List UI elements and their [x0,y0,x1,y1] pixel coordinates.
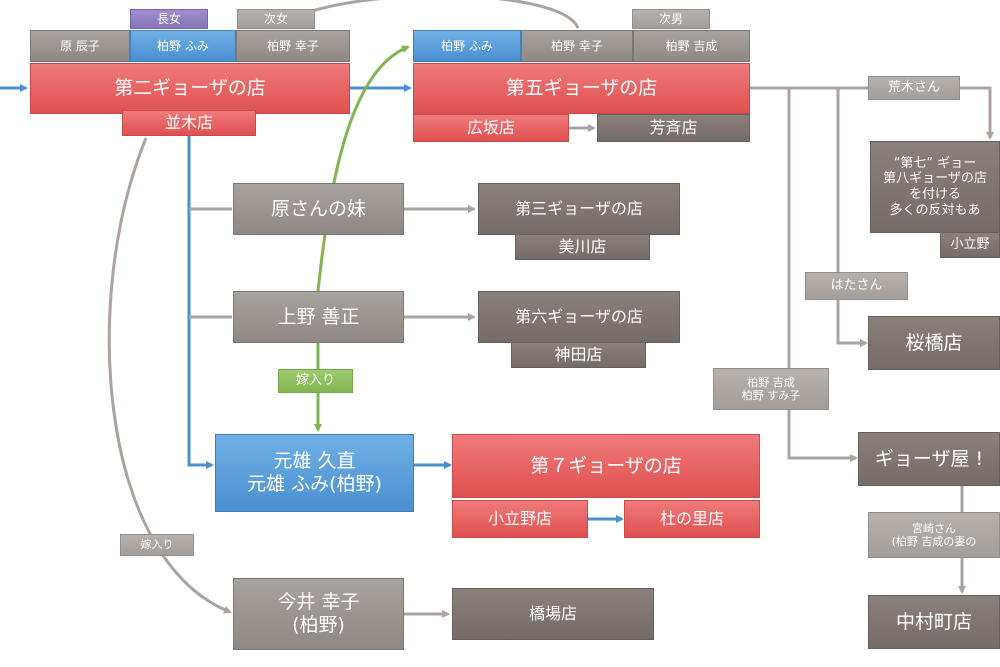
note-store7: “第七” ギョー 第八ギョーザの店 を付ける 多くの反対もあ [870,141,1000,233]
note7-line2: 第八ギョーザの店 [883,171,987,187]
miyazaki-line2: (柏野 吉成の妻の [891,535,977,548]
branch-hashiba: 橋場店 [452,588,654,640]
line-to-sakurabashi [836,88,868,347]
label-araki: 荒木さん [868,76,960,100]
person-kashino-fumi: 柏野 ふみ [130,30,236,62]
store6-branch-kanda: 神田店 [511,342,646,368]
store7-title: 第７ギョーザの店 [452,434,760,498]
kashino-pair-line2: 柏野 すみ子 [741,389,801,402]
ueno-yoshimasa: 上野 善正 [233,291,404,343]
tag-eldest-daughter: 長女 [130,9,208,29]
motoo-couple: 元雄 久直 元雄 ふみ(柏野) [215,434,414,512]
hara-sister: 原さんの妹 [233,183,404,235]
tag-second-daughter: 次女 [237,9,315,29]
marriage-label-green: 嫁入り [278,369,353,393]
store5-branch-hosai: 芳斉店 [597,114,750,142]
label-hata: はたさん [805,272,908,300]
curve-top-arc [274,0,580,30]
person-kashino-fumi-5: 柏野 ふみ [413,30,521,62]
note-store7-branch: 小立野 [940,232,1000,258]
imai-sachiko: 今井 幸子 (柏野) [233,578,404,650]
store3-branch-mikawa: 美川店 [515,234,650,260]
gyozaya: ギョーザ屋 ! [858,432,1000,486]
store7-branch-morinosato: 杜の里店 [624,500,760,538]
person-kashino-sachiko: 柏野 幸子 [236,30,350,62]
label-miyazaki: 宮崎さん (柏野 吉成の妻の [868,512,1000,558]
person-kashino-sachiko-5: 柏野 幸子 [521,30,633,62]
store2-branch-namiki: 並木店 [122,110,256,136]
store3-title: 第三ギョーザの店 [478,183,680,235]
store5-title: 第五ギョーザの店 [413,63,750,114]
motoo-line1: 元雄 久直 [273,450,356,473]
branch-sakurabashi: 桜橋店 [868,316,1000,370]
store5-branch-hirosaka: 広坂店 [413,114,569,142]
store7-branch-kodatsuno: 小立野店 [452,500,588,538]
imai-line2: (柏野) [292,614,345,636]
person-kashino-yoshinari: 柏野 吉成 [633,30,750,62]
curve-marriage-fumi [316,45,410,292]
store6-title: 第六ギョーザの店 [478,291,680,343]
note7-line1: “第七” ギョー [893,155,977,171]
imai-line1: 今井 幸子 [277,591,360,614]
motoo-line2: 元雄 ふみ(柏野) [247,473,382,495]
label-kashino-pair: 柏野 吉成 柏野 すみ子 [713,368,829,410]
note7-line4: 多くの反対もあ [889,202,981,218]
miyazaki-line1: 宮崎さん [912,521,956,535]
marriage-label-gray: 嫁入り [120,534,194,556]
line-store5-east [750,86,994,140]
person-hara-tatsuko: 原 辰子 [30,30,130,62]
curve-marriage-imai [107,137,232,614]
line-namiki-trunk [187,136,214,469]
tag-second-son: 次男 [632,9,710,29]
branch-nakamura: 中村町店 [868,595,1000,649]
kashino-pair-line1: 柏野 吉成 [747,375,795,389]
line-to-gyozaya [787,88,858,462]
store2-title: 第二ギョーザの店 [30,63,350,114]
note7-line3: を付ける [908,187,961,202]
